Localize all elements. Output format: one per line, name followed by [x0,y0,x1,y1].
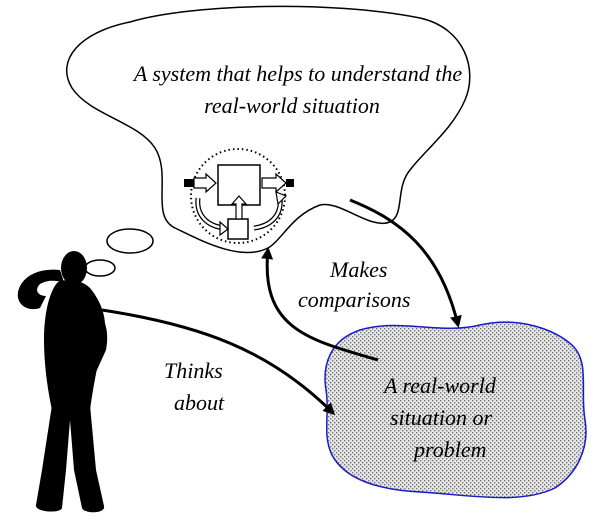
arrow-person-to-world [101,308,336,416]
real-world-blob [324,321,587,499]
real-world-line1: A real-world [384,373,496,398]
cloud-text-line2: real-world situation [204,93,380,118]
cloud-text-line1: A system that helps to understand the [133,61,463,86]
arrow-world-to-system [261,247,379,362]
system-icon [184,148,294,244]
arrow-system-to-world [349,198,462,328]
real-world-line2: situation or [390,405,493,430]
thinking-person-silhouette [17,251,108,513]
makes-label: Makes [330,257,388,282]
about-label: about [174,390,225,415]
thought-cloud [66,5,471,254]
real-world-line3: problem [414,437,487,462]
thinks-label: Thinks [164,358,223,383]
comparisons-label: comparisons [298,287,411,312]
thought-bubble-large [106,228,154,254]
thought-bubble-small [84,259,116,277]
